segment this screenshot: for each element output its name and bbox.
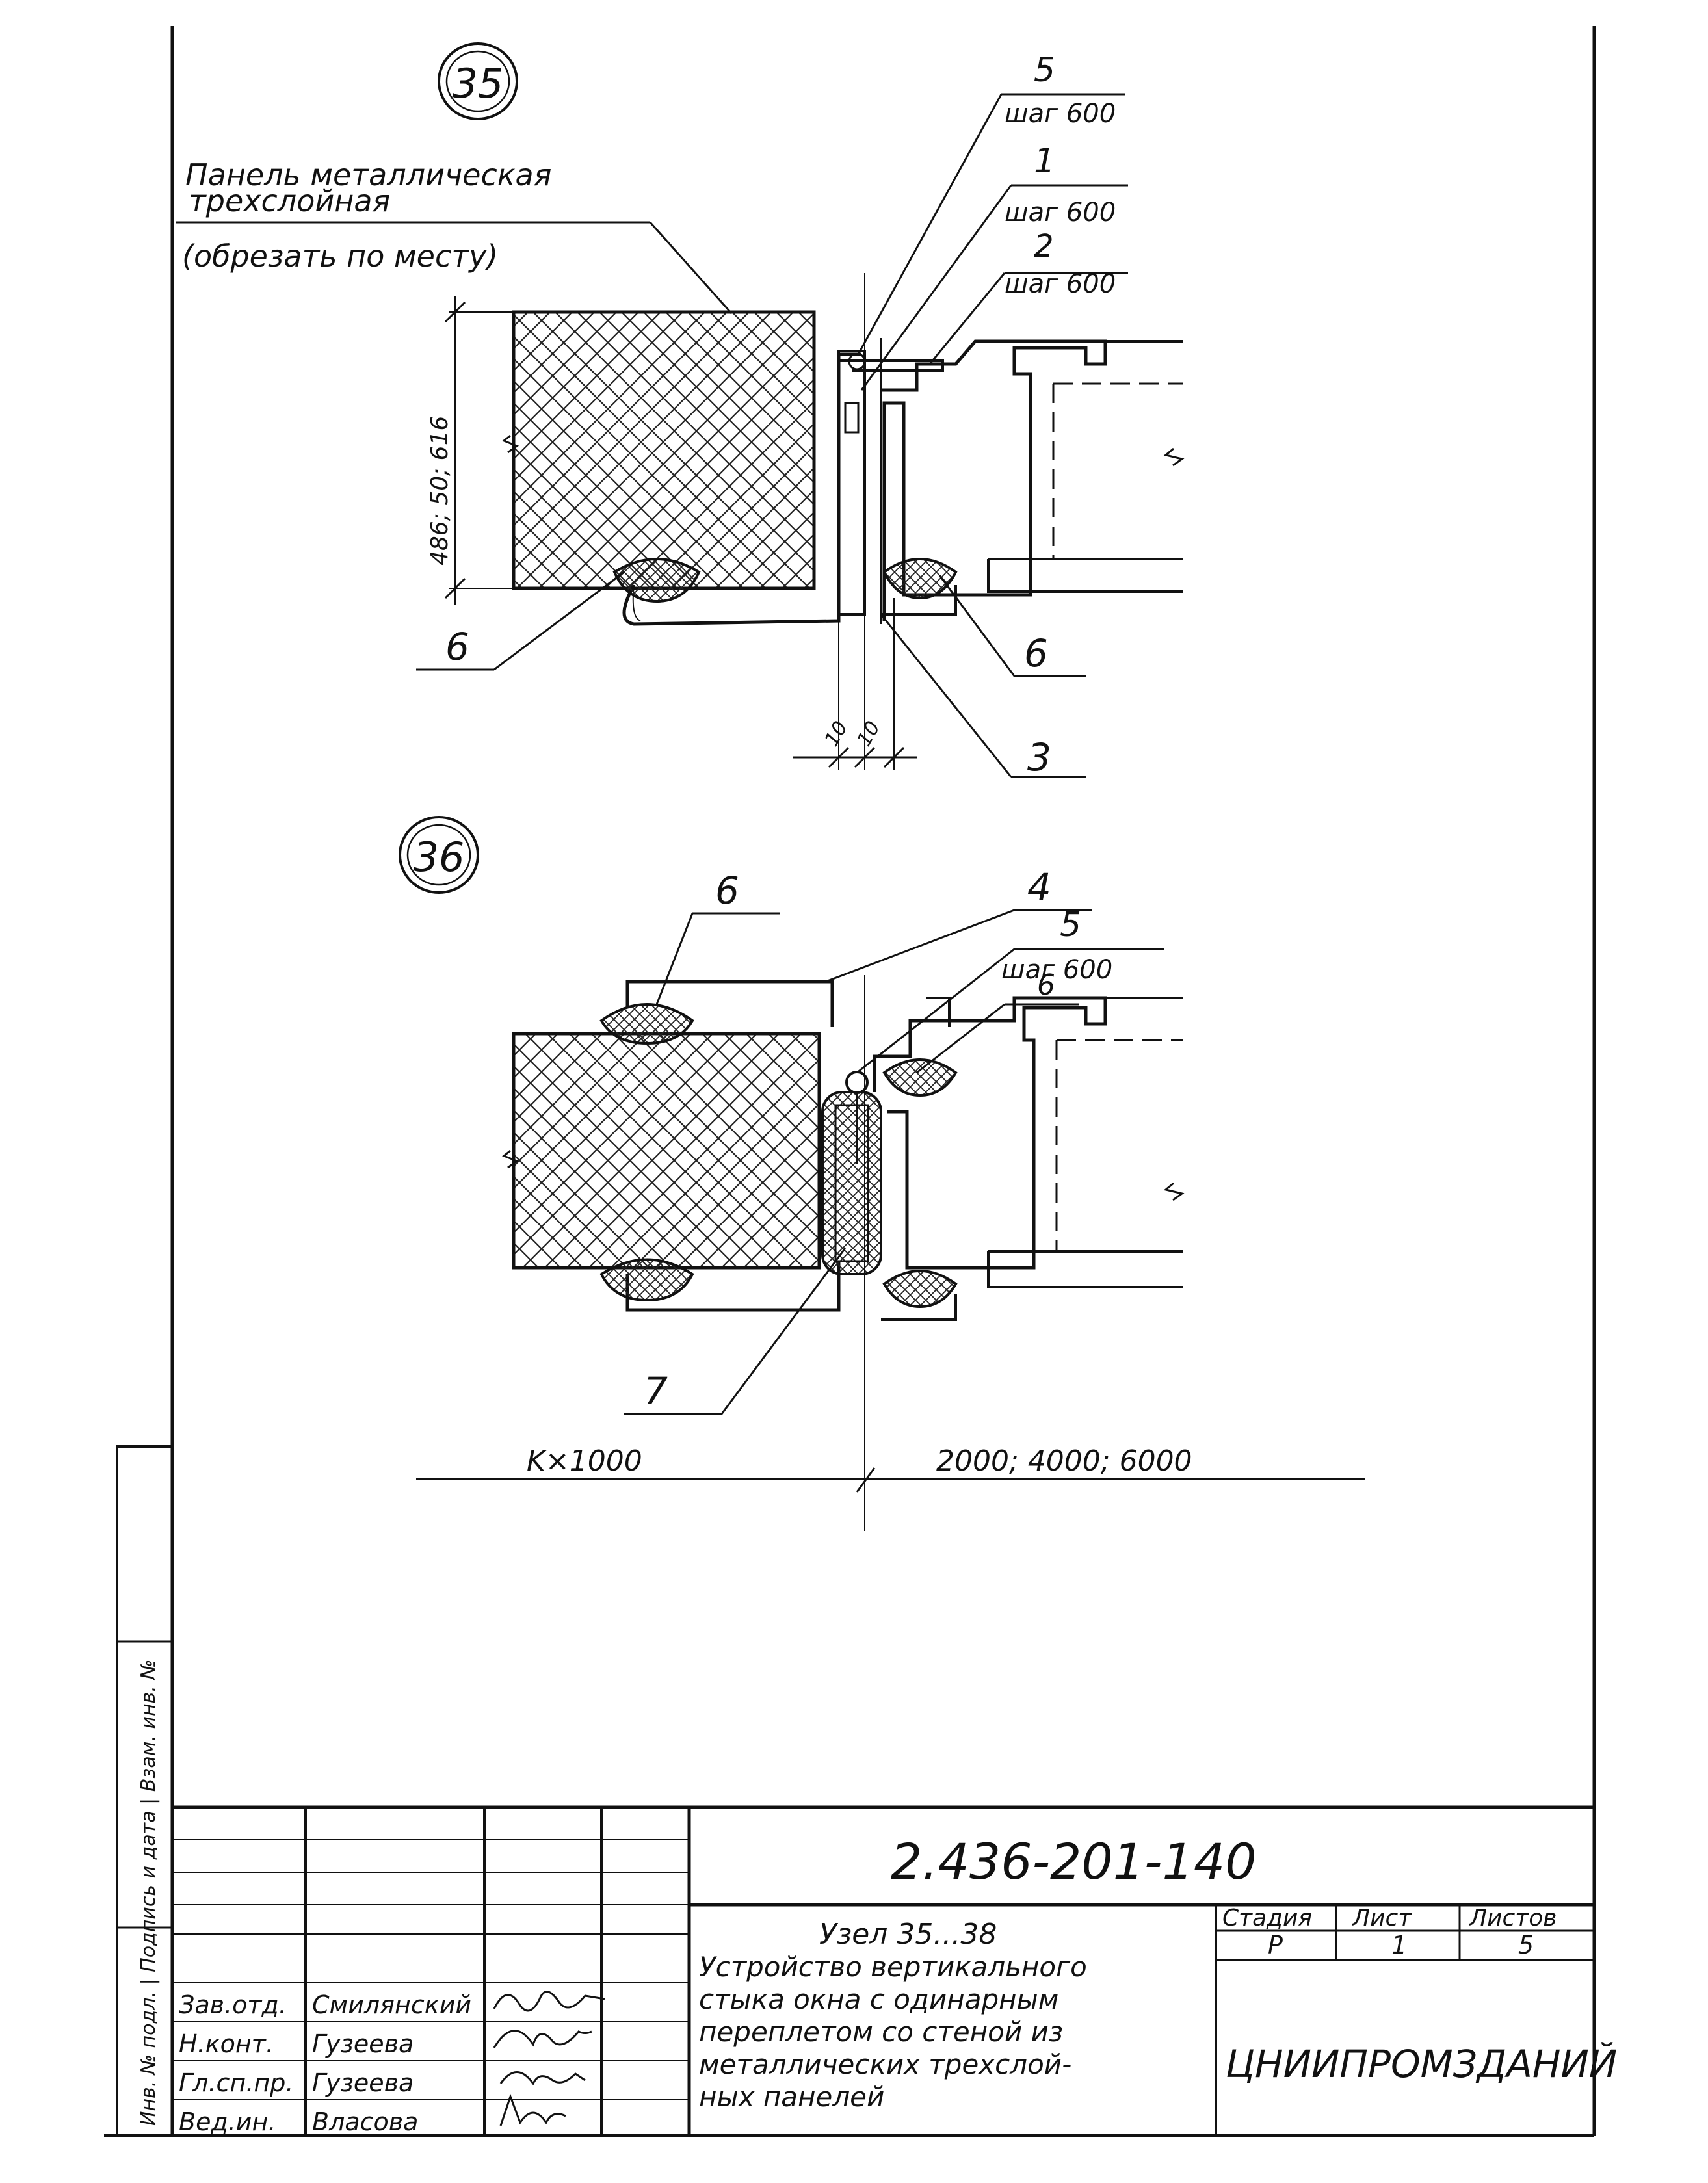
bottom-dimension: K×1000 2000; 4000; 6000 xyxy=(416,1444,1365,1493)
svg-text:4: 4 xyxy=(1027,865,1051,909)
name-3: Гузеева xyxy=(312,2069,414,2097)
svg-text:6: 6 xyxy=(715,869,739,913)
title-line4: переплетом со стеной из xyxy=(699,2016,1063,2048)
panel-insulation-35 xyxy=(512,310,816,590)
dim-right-sizes: 2000; 4000; 6000 xyxy=(936,1444,1192,1478)
title-line5: металлических трехслой- xyxy=(699,2048,1071,2080)
panel-insulation-36 xyxy=(512,1032,821,1270)
svg-text:6: 6 xyxy=(445,625,469,669)
node-36-number: 36 xyxy=(414,833,465,881)
stage-value: Р xyxy=(1268,1931,1283,1959)
seal-left-35 xyxy=(612,558,701,603)
callout-2-35: 2 шаг 600 xyxy=(928,228,1128,365)
role-1: Зав.отд. xyxy=(179,1991,287,2019)
callout-6-top-36: 6 xyxy=(655,869,780,1005)
name-2: Гузеева xyxy=(312,2030,414,2058)
panel-note-line3: (обрезать по месту) xyxy=(182,239,498,274)
seal-right-35 xyxy=(882,558,958,600)
side-stamp-text: Инв. № подл. | Подпись и дата | Взам. ин… xyxy=(137,1659,160,2126)
sheet-label: Лист xyxy=(1351,1905,1412,1931)
node-35: 35 Панель металлическая трехслойная (обр… xyxy=(176,42,1185,779)
callout-3-35: 3 xyxy=(880,614,1086,779)
callout-1-35: 1 шаг 600 xyxy=(860,142,1128,391)
callout-7-36: 7 xyxy=(624,1248,847,1415)
panel-note-line2: трехслойная xyxy=(189,183,390,218)
svg-text:6: 6 xyxy=(1037,969,1055,1002)
seal-top-right-36 xyxy=(882,1058,958,1097)
svg-text:1: 1 xyxy=(1034,142,1055,181)
dim-gap-right: 10 xyxy=(853,717,885,750)
callout-6-left-35: 6 xyxy=(416,571,625,671)
window-frame-35 xyxy=(881,339,1107,621)
organization: ЦНИИПРОМЗДАНИЙ xyxy=(1226,2041,1617,2086)
sheet-value: 1 xyxy=(1391,1931,1407,1959)
svg-text:2: 2 xyxy=(1034,228,1054,265)
sheets-value: 5 xyxy=(1518,1931,1534,1959)
svg-text:шаг 600: шаг 600 xyxy=(1005,99,1116,129)
stage-label: Стадия xyxy=(1222,1905,1312,1931)
callout-5-36: 5 шаг 600 xyxy=(856,906,1164,1074)
dim-gap-left: 10 xyxy=(821,717,852,750)
panel-note-line1: Панель металлическая xyxy=(185,157,551,192)
window-frame-36 xyxy=(873,996,1107,1270)
title-line6: ных панелей xyxy=(699,2081,884,2113)
role-4: Вед.ин. xyxy=(179,2108,276,2136)
callout-4-36: 4 xyxy=(825,865,1092,983)
doc-code: 2.436-201-140 xyxy=(891,1833,1257,1890)
flashing-profile-35 xyxy=(622,352,861,626)
svg-text:5: 5 xyxy=(1034,51,1055,90)
svg-text:5: 5 xyxy=(1060,906,1081,945)
flashing-top-36 xyxy=(625,980,834,1027)
svg-text:3: 3 xyxy=(1027,735,1051,779)
seal-bottom-left-36 xyxy=(599,1258,694,1302)
role-2: Н.конт. xyxy=(179,2030,274,2058)
signatures xyxy=(493,1991,605,2126)
callout-6-right-35: 6 xyxy=(938,575,1086,677)
name-4: Власова xyxy=(312,2108,418,2136)
name-1: Смилянский xyxy=(312,1991,471,2019)
node-35-number: 35 xyxy=(453,60,504,107)
dim-left-kx1000: K×1000 xyxy=(527,1444,642,1478)
seal-top-left-36 xyxy=(599,1003,694,1045)
svg-text:шаг 600: шаг 600 xyxy=(1005,269,1116,299)
svg-text:шаг 600: шаг 600 xyxy=(1005,198,1116,228)
title-line1: Узел 35...38 xyxy=(819,1918,997,1951)
svg-text:шаг 600: шаг 600 xyxy=(1001,955,1112,985)
svg-text:7: 7 xyxy=(644,1369,668,1413)
sheet-frame xyxy=(104,26,1596,2137)
callout-5-35: 5 шаг 600 xyxy=(857,51,1125,355)
seal-bottom-right-36 xyxy=(882,1270,958,1309)
title-line2: Устройство вертикального xyxy=(699,1951,1087,1983)
node-36: 36 6 xyxy=(399,816,1365,1531)
title-block: 2.436-201-140 Узел 35...38 Устройство ве… xyxy=(172,1805,1617,2136)
side-stamp: Инв. № подл. | Подпись и дата | Взам. ин… xyxy=(116,1445,174,2137)
dim-thickness: 486; 50; 616 xyxy=(427,416,453,566)
sheets-label: Листов xyxy=(1468,1905,1557,1931)
svg-text:6: 6 xyxy=(1024,631,1048,675)
title-line3: стыка окна с одинарным xyxy=(699,1983,1058,2015)
callout-6-right-36: 6 xyxy=(916,969,1079,1074)
role-3: Гл.сп.пр. xyxy=(179,2069,293,2097)
joint-filler-36 xyxy=(821,1091,882,1275)
